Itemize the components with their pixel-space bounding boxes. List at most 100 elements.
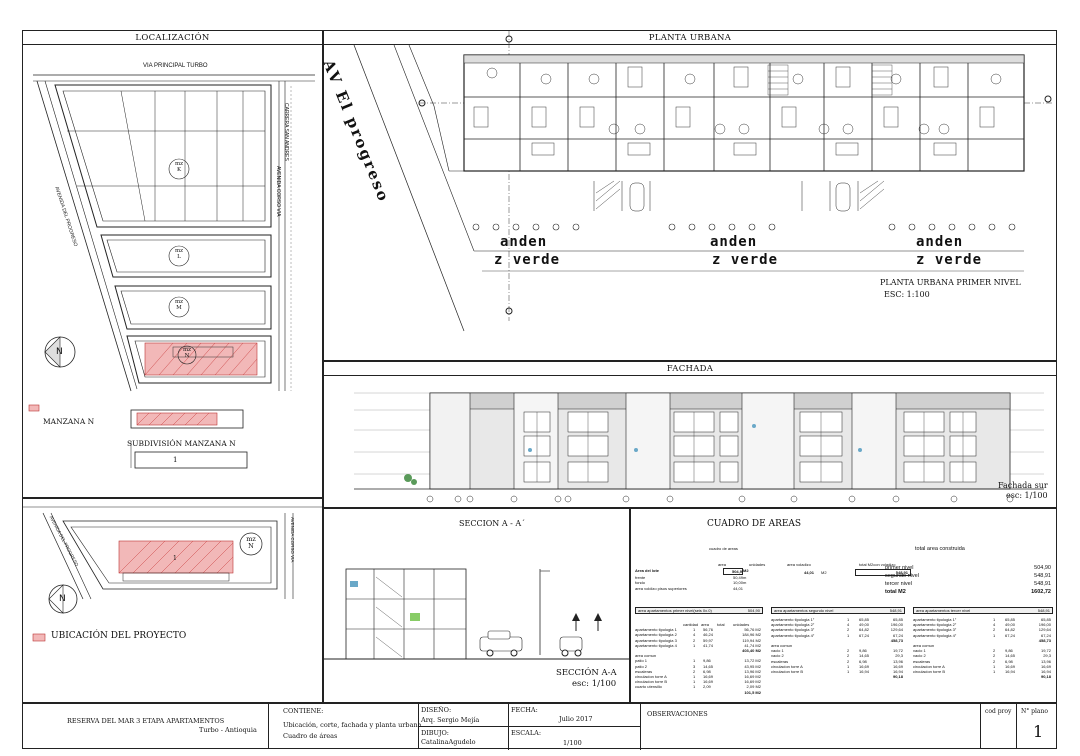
cell: 14,65 [703,663,714,669]
cell: 6,98 [1005,658,1013,664]
cell: 1 [693,658,696,664]
cell: 13,96 M2 [744,668,761,674]
mz-letter: K [176,167,182,173]
sub1-head: area apartamentos primer nivel(seis 0x.0… [635,607,763,614]
total-row-value: 504,90 [1034,565,1051,571]
cell: 43,95 M2 [744,663,761,669]
seccion-scale: esc: 1/100 [572,679,617,689]
cell: vacio 1 [913,648,926,654]
anden-label-1: anden [500,234,548,250]
cell: apartamento tipologia 2° [771,622,815,628]
table-subhead: area comun [771,643,905,648]
cell: 13,72 M2 [744,658,761,664]
col-head: cantidad [683,622,699,627]
sub3-head-label: area apartamentos tercer nivel [916,608,971,613]
cell: 13,96 [1040,658,1051,664]
cell: 184,96 M2 [742,632,761,638]
observaciones-cell: OBSERVACIONES [641,704,981,748]
cell: 41,74 [703,642,714,648]
cell: 196,00 [890,622,903,628]
cell: 13,96 [892,658,903,664]
dibujo-label: DIBUJO: [421,729,449,737]
mz-prefix: mz [174,248,184,254]
cell: 16,94 [1040,669,1051,675]
cell: 16,69 [892,663,903,669]
lote-row-unit: m [743,575,747,581]
voladizo-unit: M2 [821,570,827,575]
cell: 16,69 [1005,663,1016,669]
cell: 458,73 [890,637,903,643]
contiene-line2: Cuadro de áreas [283,732,338,740]
cell: 67,24 [1040,632,1051,638]
table-sum: 458,73 [771,638,905,643]
project-name: RESERVA DEL MAR 3 ETAPA APARTAMENTOS [67,717,225,725]
cell: 90,18 [1040,674,1051,680]
n-plano-value: 1 [1033,722,1044,741]
cell: 1 [693,679,696,685]
mz-prefix: mz [174,299,184,305]
cod-proy-cell: cod proy [981,704,1017,748]
cell: 2 [693,668,696,674]
cell: vacio 1 [771,648,784,654]
lote-row-value: 504,9 [723,568,743,576]
zverde-label-3: z verde [916,252,983,268]
cell: 9,86 [703,658,711,664]
cell: 41,74 M2 [744,642,761,648]
cell: apartamento tipologia 4 [635,642,677,648]
cell: apartamento tipologia 3 [635,637,677,643]
cell: circulacion torre B [771,669,804,675]
cell: 4 [693,632,696,638]
cell: 1 [693,627,696,633]
total-row-label: tercer nivel [885,581,912,587]
contiene-line1: Ubicación, corte, fachada y planta urban… [283,721,422,729]
table-sum: 90,18 [771,674,905,679]
cell: circulacion torre B [913,669,946,675]
cell: 29,3 [895,653,903,659]
table-sum: 403,40 M2 [635,648,763,653]
cell: 19,72 [1040,648,1051,654]
project-location: Turbo - Antioquia [199,726,257,734]
lote-row-value: 10,00 [732,580,743,586]
cell: escaleras [635,668,653,674]
cell: apartamento tipologia 1° [913,617,957,622]
planta-subtitle: PLANTA URBANA PRIMER NIVEL [880,278,1021,287]
table-sum: 90,18 [913,674,1053,679]
mz-letter: N [184,353,190,359]
localizacion-map [28,74,315,469]
escala-label: ESCALA: [511,729,542,737]
cell: apartamento tipologia 3° [913,627,957,633]
cell: 2 [847,627,850,633]
cell: 2 [847,648,850,654]
cell: 64,82 [859,627,870,633]
north-label: N [56,347,63,357]
cell: apartamento tipologia 4° [913,632,957,638]
cell: 67,24 [1005,632,1016,638]
cell: 49,00 [859,622,870,628]
subdivision-number: 1 [173,456,178,464]
cell: area comun [635,653,657,659]
lote-row-label: area voldizo pisos superiores [635,585,687,591]
cell: 2 [993,648,996,654]
mz-letter: N [248,542,254,550]
cell: 2 [847,658,850,664]
cell: 6,98 [859,658,867,664]
